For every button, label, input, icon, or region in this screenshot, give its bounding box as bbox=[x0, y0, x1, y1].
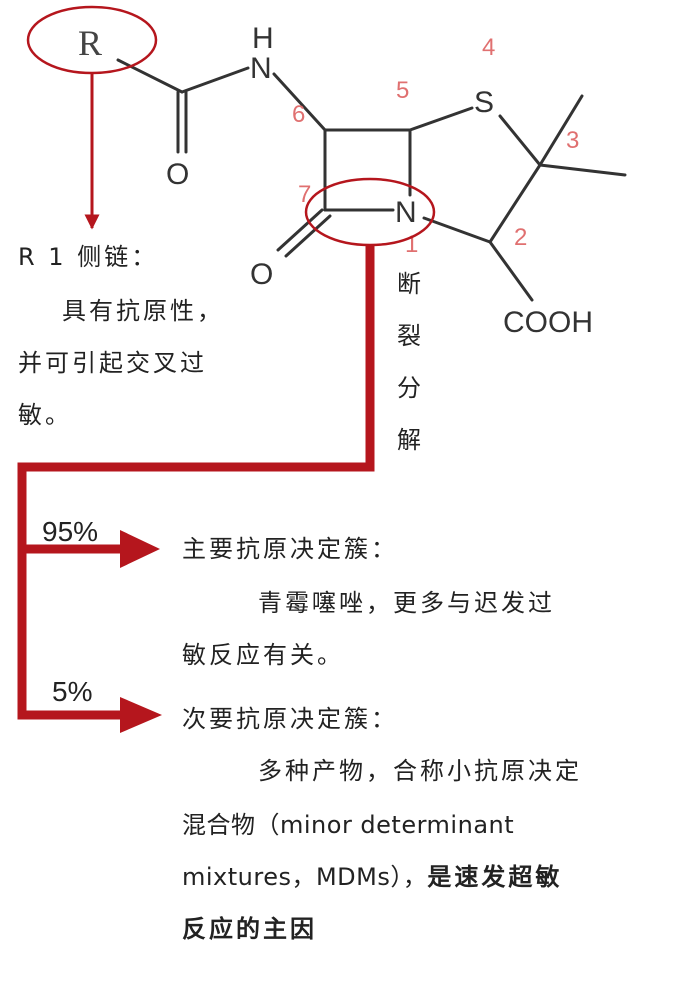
bond-c3-c2 bbox=[488, 163, 542, 244]
ring-number-6: 6 bbox=[292, 101, 305, 128]
ring-number-7: 7 bbox=[298, 181, 311, 208]
ring-nitrogen-label: N bbox=[395, 196, 417, 229]
cleavage-label: 断 裂 分 解 bbox=[394, 258, 424, 466]
r1-note-line: 并可引起交叉过 bbox=[18, 349, 207, 377]
cleavage-path bbox=[17, 245, 375, 720]
nh-nitrogen-label: N bbox=[250, 52, 272, 85]
bond-c3-methyl-b bbox=[538, 163, 627, 177]
minor-line: 混合物（minor determinant bbox=[182, 811, 515, 839]
minor-emphasis: 是速发超敏 bbox=[427, 863, 563, 891]
r1-note-title: R 1 侧链： bbox=[18, 243, 159, 271]
cleavage-char: 断 bbox=[397, 270, 421, 298]
major-arrowhead-icon bbox=[120, 530, 160, 568]
carbonyl-oxygen-label: O bbox=[166, 158, 189, 191]
ring-number-4: 4 bbox=[482, 34, 495, 61]
bond-c5-s bbox=[408, 106, 474, 132]
nh-hydrogen-label: H bbox=[252, 22, 274, 55]
major-line: 青霉噻唑，更多与迟发过 bbox=[258, 589, 555, 617]
bond-s-c3 bbox=[498, 114, 542, 167]
sulfur-label: S bbox=[474, 86, 494, 119]
lactam-oxygen-label: O bbox=[250, 258, 273, 291]
minor-percent-label: 5% bbox=[52, 676, 92, 707]
bond-carbonyl-nh bbox=[180, 66, 250, 94]
bond-nh-c6 bbox=[272, 72, 327, 132]
bond-n-c2 bbox=[422, 216, 492, 244]
bond-r-carbonyl bbox=[116, 58, 184, 94]
r-group-highlight-ellipse bbox=[26, 5, 158, 75]
cleavage-char: 分 bbox=[397, 374, 421, 402]
ring-number-2: 2 bbox=[514, 224, 527, 251]
major-percent-label: 95% bbox=[42, 516, 98, 547]
minor-line: 多种产物，合称小抗原决定 bbox=[258, 757, 582, 785]
bond-c3-methyl-a bbox=[538, 94, 584, 167]
bonds bbox=[116, 58, 627, 302]
minor-title: 次要抗原决定簇： bbox=[182, 705, 398, 733]
ring-number-5: 5 bbox=[396, 77, 409, 104]
major-line: 敏反应有关。 bbox=[182, 641, 344, 669]
cleavage-char: 裂 bbox=[397, 322, 421, 350]
bond-c2-cooh bbox=[488, 240, 534, 302]
ring-number-3: 3 bbox=[566, 127, 579, 154]
cleavage-char: 解 bbox=[397, 426, 421, 454]
minor-emphasis: 反应的主因 bbox=[182, 915, 317, 943]
bond-c7-o-b bbox=[284, 214, 332, 258]
r1-note-line: 敏。 bbox=[18, 401, 72, 429]
r-group-label: R bbox=[78, 23, 102, 63]
minor-line-text: mixtures，MDMs）， bbox=[182, 863, 428, 891]
minor-line: mixtures，MDMs），是速发超敏 bbox=[182, 852, 562, 902]
bond-c7-o-a bbox=[276, 208, 324, 252]
major-title: 主要抗原决定簇： bbox=[182, 535, 398, 563]
minor-arrowhead-icon bbox=[120, 697, 162, 733]
cooh-label: COOH bbox=[503, 306, 593, 339]
r1-note-line: 具有抗原性， bbox=[62, 297, 224, 325]
